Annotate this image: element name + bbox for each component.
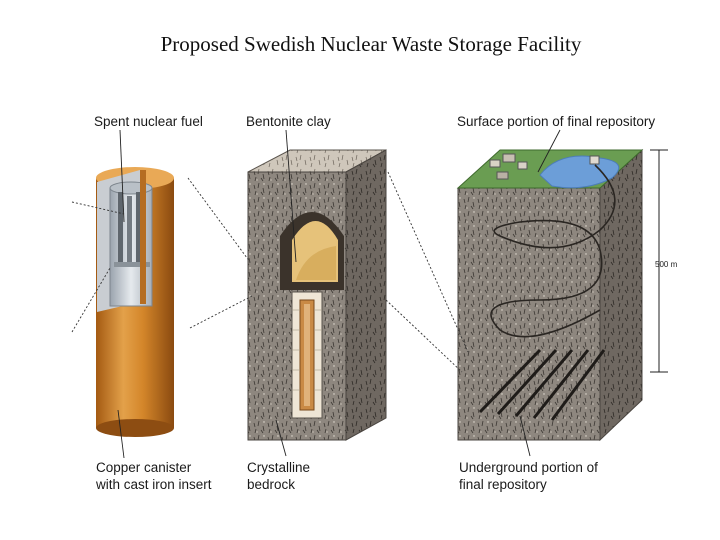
underground-repository-label-line2: final repository — [459, 477, 547, 492]
copper-canister-label-line2: with cast iron insert — [96, 477, 212, 492]
zoom-dotted-lines — [71, 171, 469, 373]
leader-lines — [117, 129, 561, 459]
bedrock-label-line1: Crystalline — [247, 460, 311, 475]
spent-fuel-label: Spent nuclear fuel — [94, 114, 203, 129]
copper-canister — [96, 167, 174, 437]
surface-repository-label: Surface portion of final repository — [457, 114, 656, 129]
copper-canister-label-line1: Copper canister — [96, 460, 192, 475]
tunnel-block — [247, 149, 387, 441]
bedrock-label-line2: bedrock — [247, 477, 296, 492]
underground-repository-label-line1: Underground portion of — [459, 460, 598, 475]
bentonite-label: Bentonite clay — [246, 114, 331, 129]
surface-buildings — [489, 153, 600, 180]
repository-block — [456, 148, 668, 442]
depth-label: 500 m — [655, 260, 678, 269]
page-title: Proposed Swedish Nuclear Waste Storage F… — [160, 32, 582, 56]
